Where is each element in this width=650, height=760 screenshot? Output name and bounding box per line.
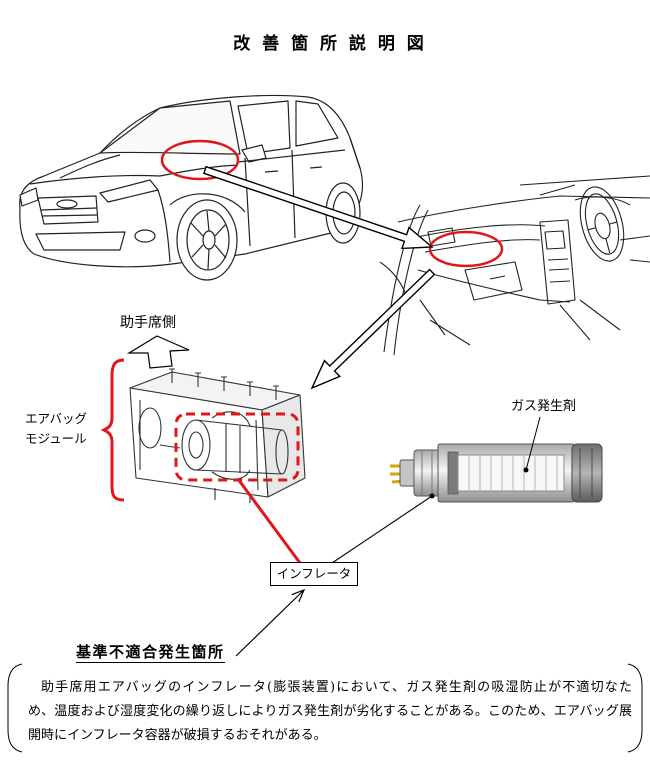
description-right-bracket xyxy=(627,663,643,753)
car-bumper-side xyxy=(157,189,171,263)
module-inflator xyxy=(181,411,289,480)
dashboard-passenger-vent xyxy=(427,227,456,247)
car-hood-front-edge xyxy=(29,174,161,185)
passenger-side-arrow-icon xyxy=(126,335,190,369)
car-rear-side-window xyxy=(295,100,339,147)
defect-description-line-1: 助手席用エアバッグのインフレータ(膨張装置)において、ガス発生剤の吸湿防止が不適… xyxy=(41,680,632,695)
arrow-dashboard-to-module xyxy=(310,268,436,390)
car-grille xyxy=(37,195,99,225)
module-inflator-red-leader-line xyxy=(236,478,302,564)
car-highlight-ellipse xyxy=(160,139,240,181)
car-illustration xyxy=(19,94,364,281)
dashboard-center-stack xyxy=(539,219,576,305)
dashboard-highlight-ellipse xyxy=(428,230,504,268)
airbag-module-label-line1: エアバッグ xyxy=(25,411,88,426)
car-headlight-left xyxy=(19,187,39,207)
dashboard-right-trim xyxy=(619,235,650,263)
car-front-door-line xyxy=(244,157,251,247)
arrow-car-to-dashboard xyxy=(203,165,434,250)
defect-description: 助手席用エアバッグのインフレータ(膨張装置)において、ガス発生剤の吸湿防止が不適… xyxy=(28,676,632,748)
gas-generant-label: ガス発生剤 xyxy=(511,399,577,414)
car-trunk-line xyxy=(349,137,361,169)
airbag-module-bracket xyxy=(100,358,125,502)
description-left-bracket xyxy=(7,663,23,753)
dashboard-steering-wheel xyxy=(579,186,625,262)
dashboard-visor-line xyxy=(519,175,650,196)
inflator-detail-leader-line xyxy=(331,495,433,564)
airbag-module-label-line2: モジュール xyxy=(25,431,87,446)
inflator-band xyxy=(447,451,459,495)
car-rear-door-line xyxy=(291,149,296,239)
module-mounting-studs xyxy=(169,368,279,400)
car-door-handle-front xyxy=(264,170,279,173)
car-fender-line xyxy=(159,164,239,177)
car-fog-lamp xyxy=(134,229,156,243)
car-lower-intake xyxy=(35,231,126,251)
inflator-end-cap xyxy=(571,443,603,503)
page-title: 改 善 箇 所 説 明 図 xyxy=(233,34,427,54)
airbag-module-illustration xyxy=(129,368,306,503)
module-end-cap xyxy=(138,407,162,449)
passenger-side-label: 助手席側 xyxy=(120,315,176,331)
inflator-label: インフレータ xyxy=(276,565,352,581)
dashboard-glovebox xyxy=(464,261,523,301)
car-door-handle-rear xyxy=(309,166,323,169)
dashboard-top-edge xyxy=(397,195,650,223)
defect-pointer-arrow-icon xyxy=(235,588,306,657)
car-front-side-window xyxy=(237,100,291,155)
inflator-detail-illustration xyxy=(390,443,603,503)
car-front-wheel-arch xyxy=(169,193,246,213)
car-hood-crease xyxy=(59,154,121,179)
dashboard-gauge-hood xyxy=(574,196,631,206)
car-beltline xyxy=(237,149,346,163)
gas-generant-leader-line xyxy=(525,416,541,471)
dashboard-console xyxy=(559,299,621,341)
defect-description-line-2: め、温度および湿度変化の繰り返しによりガス発生剤が劣化することがある。このため、… xyxy=(28,704,632,719)
car-side-mirror xyxy=(241,144,267,163)
module-right-face xyxy=(261,394,306,498)
defect-description-line-3: 開時にインフレータ容器が破損するおそれがある。 xyxy=(28,728,327,743)
car-logo xyxy=(56,199,78,209)
gas-generant-chamber xyxy=(457,454,565,492)
inflator-igniter-housing xyxy=(413,449,441,497)
car-front-wheel xyxy=(176,199,238,281)
car-grille-bars xyxy=(40,207,98,217)
dashboard-airbag-door xyxy=(424,239,541,253)
car-windshield xyxy=(99,100,241,155)
gas-generant-pellets xyxy=(468,455,558,491)
defect-location-heading: 基準不適合発生箇所 xyxy=(76,643,225,663)
dashboard-illustration xyxy=(379,175,650,356)
inflator-label-box: インフレータ xyxy=(270,562,358,586)
dashboard-a-pillar xyxy=(383,204,429,356)
